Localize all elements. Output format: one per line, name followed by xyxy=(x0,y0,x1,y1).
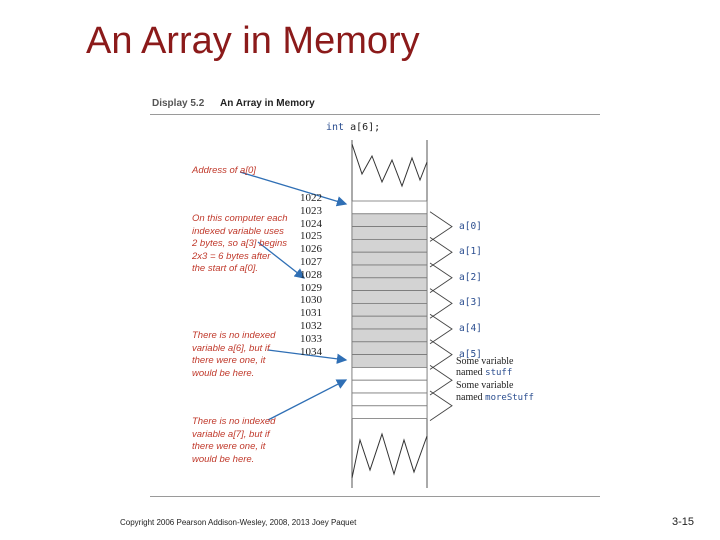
element-brackets xyxy=(429,211,453,421)
annotation-named-more-stuff: named moreStuff xyxy=(456,392,534,403)
element-bracket xyxy=(429,211,453,242)
annotation-some-variable-2: Some variable xyxy=(456,380,514,391)
arrow-bytes xyxy=(257,241,306,279)
memory-cell xyxy=(351,200,428,215)
element-label: a[1] xyxy=(459,246,482,258)
annotation-some-variable-1: Some variable xyxy=(456,356,514,367)
memory-address: 1026 xyxy=(300,243,322,256)
arrow-no-a7 xyxy=(267,379,348,421)
memory-address: 1022 xyxy=(300,192,322,204)
variable-bracket xyxy=(429,365,453,396)
memory-address: 1034 xyxy=(300,345,322,358)
bottom-zigzag xyxy=(351,432,428,479)
memory-address: 1024 xyxy=(300,217,322,230)
display-header: Display 5.2 An Array in Memory xyxy=(150,96,600,115)
memory-cell xyxy=(351,328,428,343)
memory-address: 1031 xyxy=(300,307,322,320)
memory-cell xyxy=(351,226,428,240)
element-bracket xyxy=(429,237,453,268)
memory-cell xyxy=(351,277,428,291)
memory-address: 1032 xyxy=(300,320,322,332)
memory-address: 1027 xyxy=(300,256,322,268)
note-no-a6: There is no indexed variable a[6], but i… xyxy=(192,330,276,379)
memory-cell xyxy=(351,405,428,419)
memory-cell xyxy=(351,354,428,368)
array-declaration: int a[6]; xyxy=(326,122,380,133)
element-bracket xyxy=(429,339,453,370)
annotation-named-stuff: named stuff xyxy=(456,367,513,378)
declaration-keyword: int xyxy=(326,122,345,133)
arrow-address-of xyxy=(239,171,348,207)
variable-bracket xyxy=(429,390,453,421)
element-label: a[5] xyxy=(459,348,482,360)
memory-address: 1030 xyxy=(300,294,322,307)
memory-address: 1025 xyxy=(300,230,322,243)
display-footer-rule xyxy=(150,496,600,497)
display-number: Display 5.2 xyxy=(152,98,205,109)
element-label: a[2] xyxy=(459,271,482,283)
element-label: a[3] xyxy=(459,297,482,309)
memory-address: 1029 xyxy=(300,281,322,294)
element-bracket xyxy=(429,288,453,319)
copyright-text: Copyright 2006 Pearson Addison-Wesley, 2… xyxy=(120,518,357,527)
top-zigzag xyxy=(351,143,428,188)
memory-address: 1023 xyxy=(300,204,322,217)
element-bracket xyxy=(429,262,453,293)
memory-cell xyxy=(351,264,428,279)
element-label: a[0] xyxy=(459,220,482,232)
memory-cell xyxy=(351,213,428,228)
variable-stuff: stuff xyxy=(485,368,513,378)
note-no-a7: There is no indexed variable a[7], but i… xyxy=(192,416,276,465)
memory-cell xyxy=(351,290,428,304)
memory-cell xyxy=(351,238,428,253)
element-label: a[4] xyxy=(459,323,482,334)
page-number: 3-15 xyxy=(672,516,695,528)
memory-cell xyxy=(351,315,428,330)
memory-cell xyxy=(351,379,428,394)
memory-cells xyxy=(351,200,428,419)
note-address-of: Address of a[0] xyxy=(192,165,256,176)
slide-title: An Array in Memory xyxy=(86,20,420,62)
memory-address: 1033 xyxy=(300,332,322,345)
memory-cell xyxy=(351,366,428,381)
memory-address: 1028 xyxy=(300,268,322,281)
declaration-rest: a[6]; xyxy=(344,122,381,133)
memory-cell xyxy=(351,392,428,407)
memory-cell xyxy=(351,251,428,266)
note-bytes: On this computer each indexed variable u… xyxy=(192,213,288,274)
arrow-no-a6 xyxy=(267,349,348,365)
variable-more-stuff: moreStuff xyxy=(485,393,534,403)
memory-cell xyxy=(351,302,428,317)
memory-cell xyxy=(351,341,428,355)
element-bracket xyxy=(429,313,453,345)
display-name: An Array in Memory xyxy=(220,98,315,109)
